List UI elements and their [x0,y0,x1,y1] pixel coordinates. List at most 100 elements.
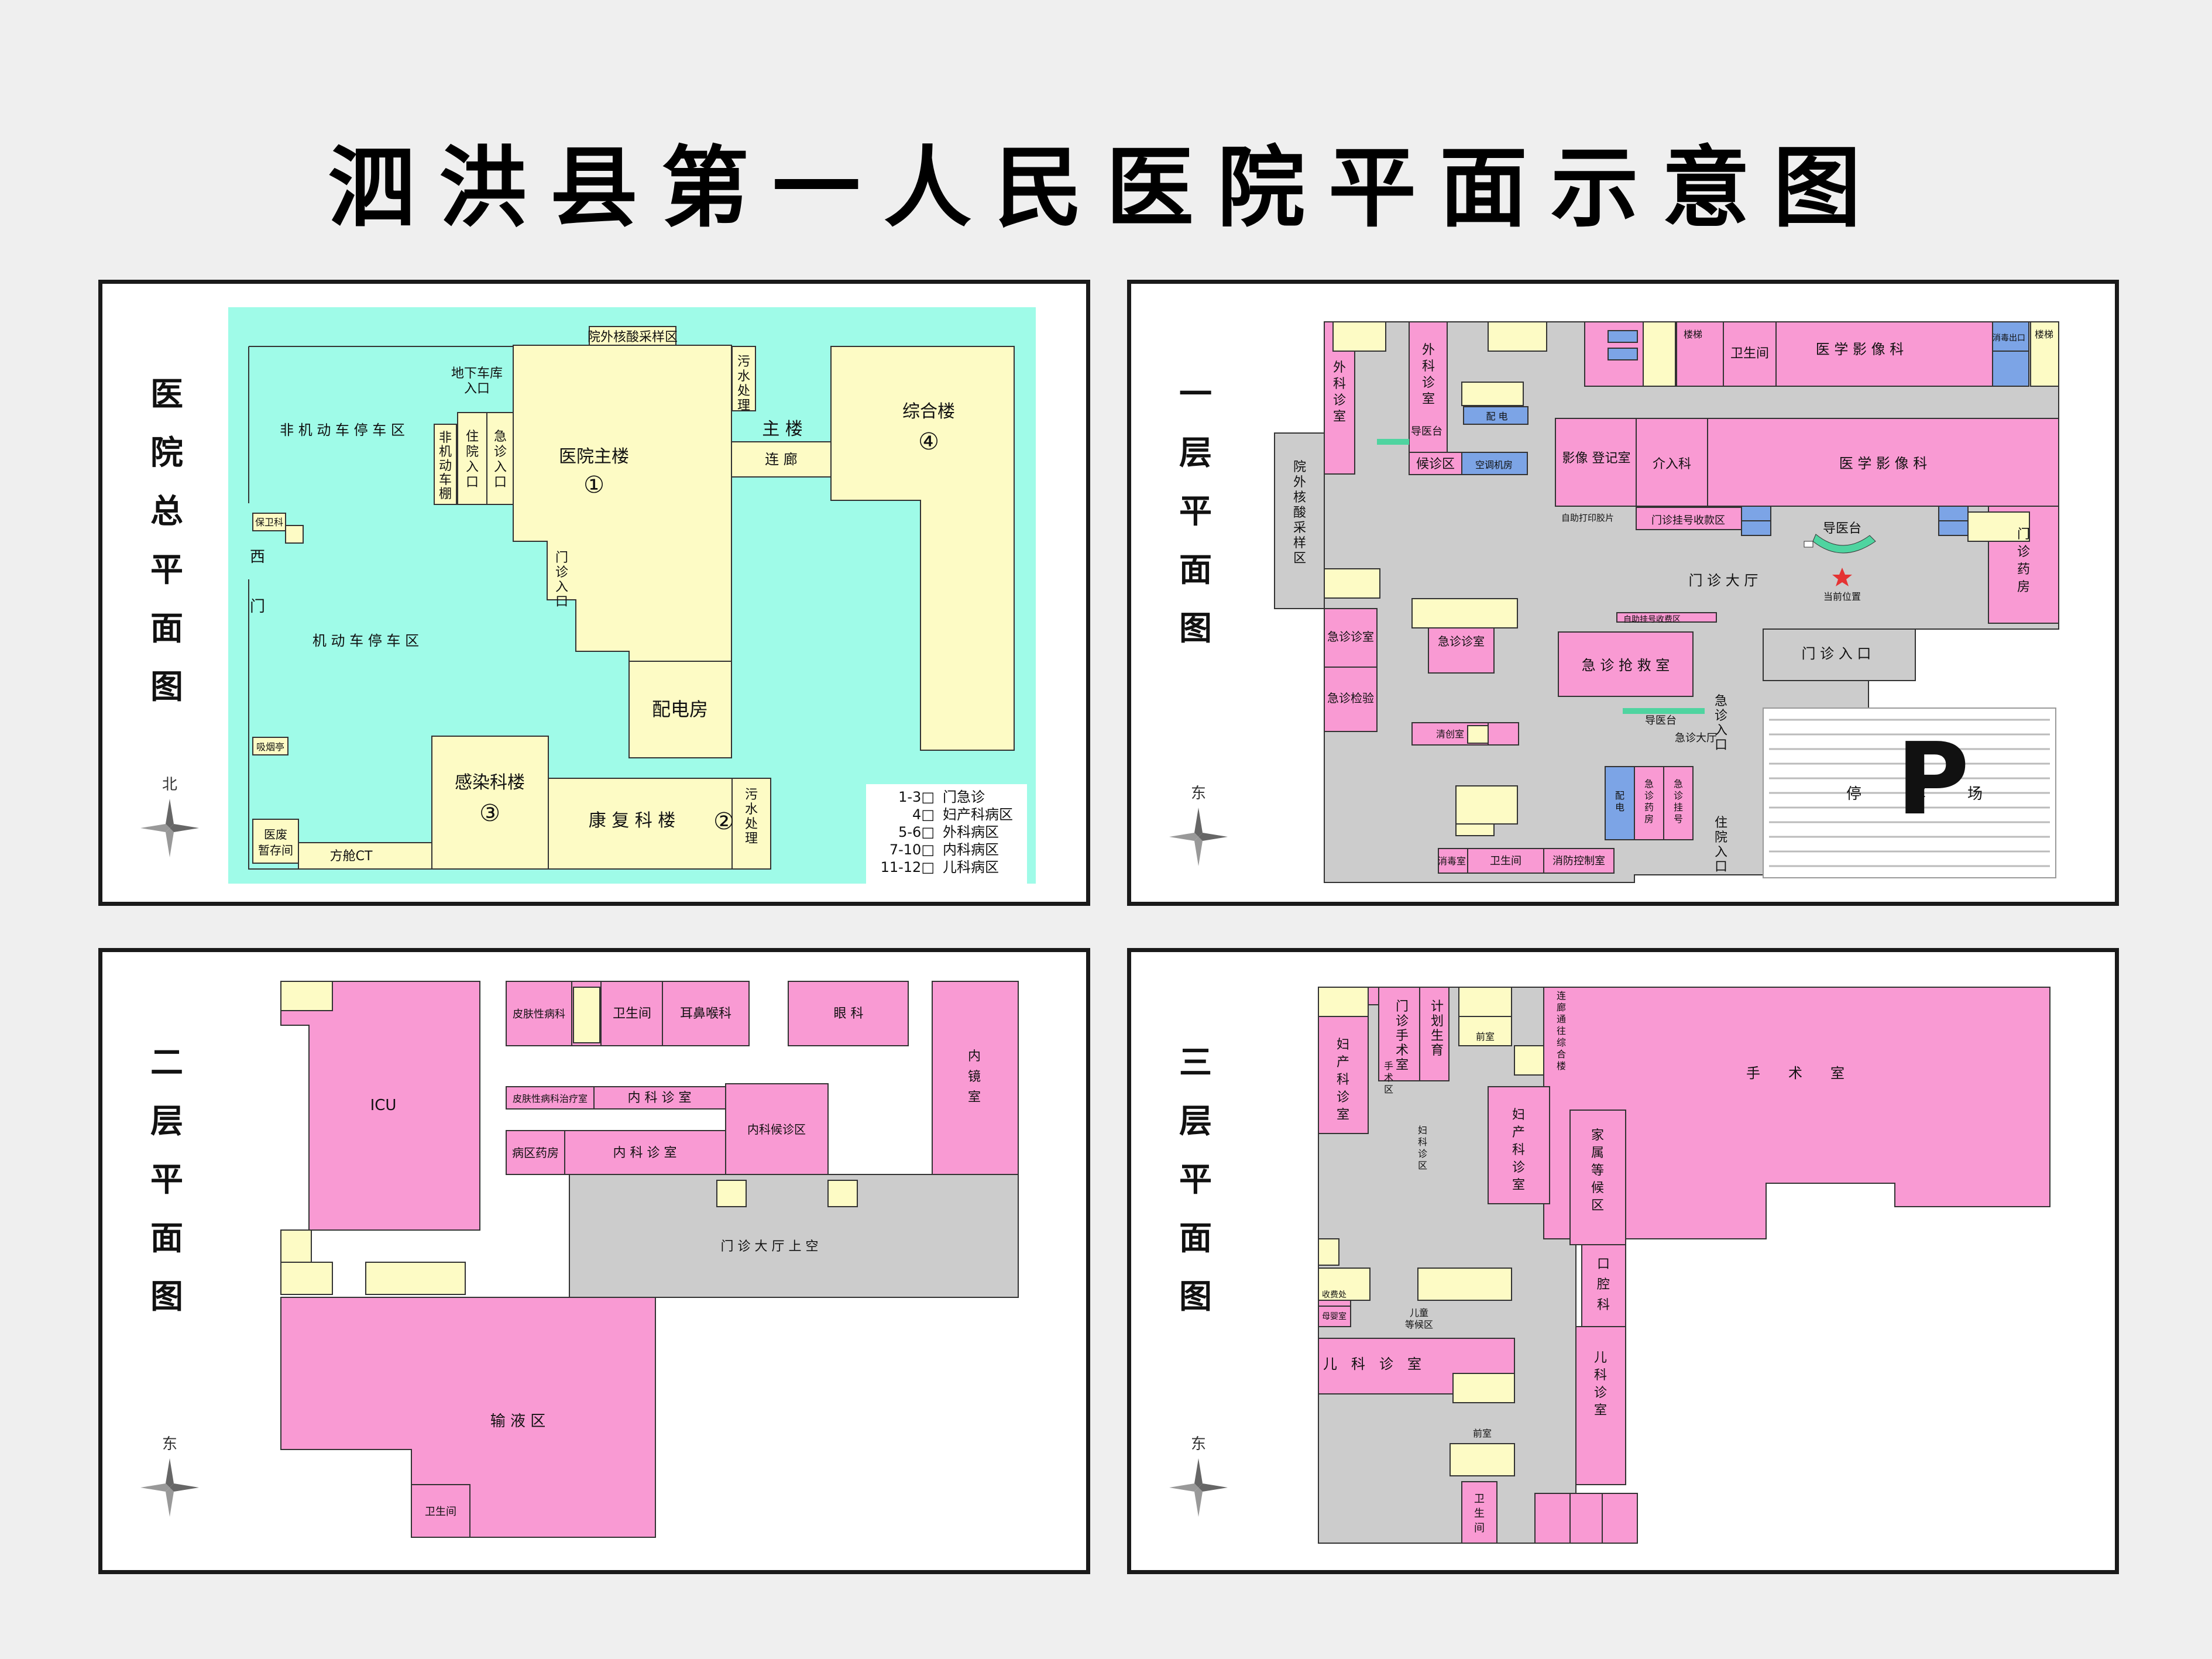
toilet [1723,321,1777,387]
surgery-clinic-2 [1409,321,1448,453]
ped-clinic-2 [1575,1326,1626,1485]
imaging-1 [1775,321,1993,387]
svg-text:医 学 影 像 科: 医 学 影 像 科 [1816,341,1904,358]
svg-text:前室: 前室 [1473,1428,1492,1439]
svg-text:诊: 诊 [1396,1014,1409,1029]
svg-text:清创室: 清创室 [1436,729,1464,740]
svg-text:口: 口 [1715,860,1727,874]
svg-text:急诊诊室: 急诊诊室 [1438,634,1485,648]
infection-building [431,736,549,870]
svg-text:内: 内 [968,1049,981,1064]
svg-text:室: 室 [1396,1058,1409,1073]
svg-text:消防控制室: 消防控制室 [1552,855,1605,867]
svg-text:口: 口 [494,475,507,490]
svg-text:家: 家 [1591,1128,1604,1143]
im-waiting [725,1083,829,1175]
svg-text:皮肤性病科: 皮肤性病科 [513,1008,565,1021]
svg-text:④: ④ [918,428,939,455]
svg-text:楼: 楼 [1557,1060,1566,1071]
svg-text:急诊诊室: 急诊诊室 [1327,630,1374,644]
svg-text:核: 核 [1293,490,1306,505]
aircon-room [1461,452,1528,475]
svg-text:室: 室 [968,1090,981,1105]
svg-text:口: 口 [1597,1257,1610,1272]
legend-box [866,784,1027,884]
svg-text:诊: 诊 [1715,709,1727,723]
svg-text:院: 院 [1715,830,1727,845]
svg-text:房: 房 [2017,580,2030,595]
svg-text:连: 连 [1557,990,1566,1001]
svg-text:非: 非 [439,431,452,445]
link-corridor [731,441,832,478]
svg-text:口: 口 [1715,738,1727,753]
comprehensive-building [830,346,1015,751]
svg-text:输 液 区: 输 液 区 [490,1413,546,1430]
svg-text:儿童: 儿童 [1410,1307,1428,1318]
svg-text:号: 号 [1674,813,1683,825]
svg-text:样: 样 [1293,536,1306,551]
svg-text:皮肤性病科治疗室: 皮肤性病科治疗室 [513,1093,588,1104]
svg-text:康 复 科 楼: 康 复 科 楼 [589,810,676,831]
svg-text:科: 科 [1422,359,1435,374]
svg-text:药: 药 [2017,562,2030,577]
svg-text:生: 生 [1431,1029,1444,1043]
site-plan-title: 医院总平面图 [150,376,183,706]
svg-text:区: 区 [1591,1198,1604,1213]
oral [1581,1244,1626,1327]
svg-text:手: 手 [1384,1060,1393,1071]
svg-text:区: 区 [1418,1160,1427,1171]
svg-text:母婴室: 母婴室 [1322,1311,1347,1321]
svg-text:采: 采 [1293,521,1306,535]
page-title: 泗洪县第一人民医院平面示意图 [327,138,1884,239]
svg-text:室: 室 [1594,1403,1607,1418]
svg-text:急: 急 [1674,778,1683,789]
svg-text:外: 外 [1333,360,1346,375]
svg-text:理: 理 [737,399,750,413]
svg-text:前室: 前室 [1476,1031,1495,1042]
svg-text:影像 登记室: 影像 登记室 [1562,451,1631,466]
svg-text:科: 科 [1333,377,1346,391]
svg-text:污: 污 [737,355,750,369]
svg-text:门 诊 大 厅 上 空: 门 诊 大 厅 上 空 [721,1239,819,1254]
svg-text:区: 区 [1293,551,1306,566]
svg-text:药: 药 [1644,802,1654,813]
toilet [1461,1481,1497,1544]
svg-text:导医台: 导医台 [1823,521,1861,536]
svg-text:吸烟亭: 吸烟亭 [256,741,284,753]
svg-text:内科候诊区: 内科候诊区 [747,1122,806,1136]
svg-text:合: 合 [1557,1049,1566,1060]
sampling-area [589,326,676,348]
svg-text:导医台: 导医台 [1411,425,1442,438]
svg-text:导医台: 导医台 [1645,715,1677,727]
svg-text:综合楼: 综合楼 [902,401,955,422]
svg-text:诊: 诊 [555,565,568,580]
svg-text:口: 口 [555,595,568,609]
obgyn-2 [1488,1086,1550,1204]
svg-text:卫生间: 卫生间 [1490,855,1521,867]
svg-text:诊: 诊 [1674,790,1683,801]
svg-text:候: 候 [1591,1181,1604,1196]
svg-text:科: 科 [1418,1136,1427,1148]
svg-text:急 诊 抢 救 室: 急 诊 抢 救 室 [1582,657,1670,674]
svg-text:暂存间: 暂存间 [258,843,293,857]
svg-text:诊: 诊 [1644,790,1654,801]
svg-text:ICU: ICU [370,1097,397,1114]
svg-text:区: 区 [1384,1084,1393,1095]
svg-text:育: 育 [1431,1043,1444,1058]
svg-text:室: 室 [1337,1108,1349,1122]
svg-text:理: 理 [745,832,758,846]
svg-text:②: ② [713,808,734,835]
svg-text:镜: 镜 [968,1070,981,1084]
svg-text:诊: 诊 [1337,1090,1349,1105]
svg-text:卫生间: 卫生间 [1730,346,1769,361]
svg-text:院: 院 [1293,460,1306,475]
svg-text:感染科楼: 感染科楼 [455,772,525,793]
svg-text:门诊挂号收款区: 门诊挂号收款区 [1651,514,1725,527]
svg-text:门 诊 入 口: 门 诊 入 口 [1802,645,1871,662]
svg-text:科: 科 [1512,1143,1525,1157]
svg-text:酸: 酸 [1293,506,1306,520]
svg-text:水: 水 [737,369,750,384]
svg-text:院外核酸采样区: 院外核酸采样区 [588,330,678,345]
svg-text:妇: 妇 [1512,1108,1525,1122]
eye [788,981,909,1046]
